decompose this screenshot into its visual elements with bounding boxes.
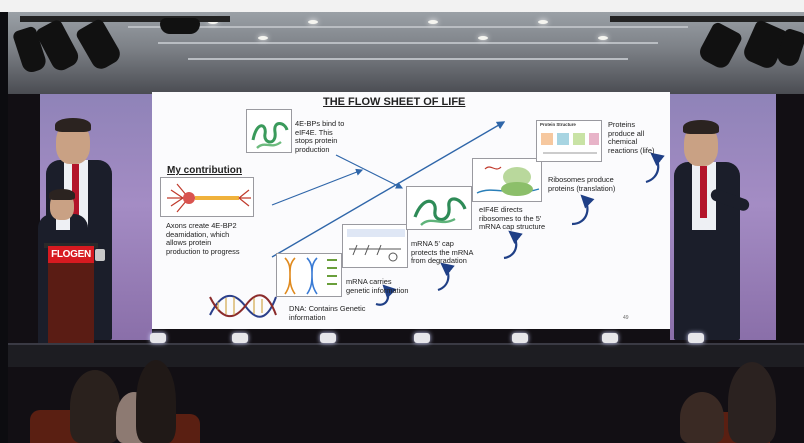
slide-page-number: 49 (623, 315, 629, 321)
dna-helix-figure (208, 289, 278, 323)
slide-title: THE FLOW SHEET OF LIFE (323, 96, 466, 108)
ribosome-figure (472, 158, 542, 202)
audience-member (680, 392, 724, 443)
light-truss-left (20, 16, 230, 22)
protein-structure-figure: Protein Structure (536, 120, 602, 162)
podium (48, 247, 94, 361)
mrna-cap-figure (342, 224, 408, 268)
floor-light-icon (150, 333, 166, 343)
audience-member (70, 370, 120, 443)
podium-top (44, 243, 98, 248)
floor-light-icon (414, 333, 430, 343)
protein-structure-label: Protein Structure (540, 122, 576, 127)
audience-member (728, 362, 776, 443)
presentation-slide: THE FLOW SHEET OF LIFE My contribution A… (152, 92, 670, 329)
contribution-heading: My contribution (167, 165, 242, 176)
protein-figure (246, 109, 292, 153)
floor-light-icon (320, 333, 336, 343)
podium-sticker (95, 249, 105, 261)
top-strip (0, 0, 804, 12)
stage-light-icon (160, 18, 200, 34)
light-truss-right (610, 16, 804, 22)
floor-light-icon (512, 333, 528, 343)
speaker-on-screen (670, 94, 776, 340)
ceiling (8, 12, 804, 94)
side-screen-right (670, 94, 776, 340)
flow-arrows (271, 121, 665, 306)
mrna-figure (276, 253, 342, 297)
neuron-figure (160, 177, 254, 217)
podium-logo: FLOGEN (48, 246, 94, 263)
eif4e-figure (406, 186, 472, 230)
floor-light-icon (232, 333, 248, 343)
stage-edge (8, 343, 804, 346)
stage (8, 345, 804, 367)
audience-member (136, 360, 176, 443)
floor-light-icon (602, 333, 618, 343)
floor-light-icon (688, 333, 704, 343)
